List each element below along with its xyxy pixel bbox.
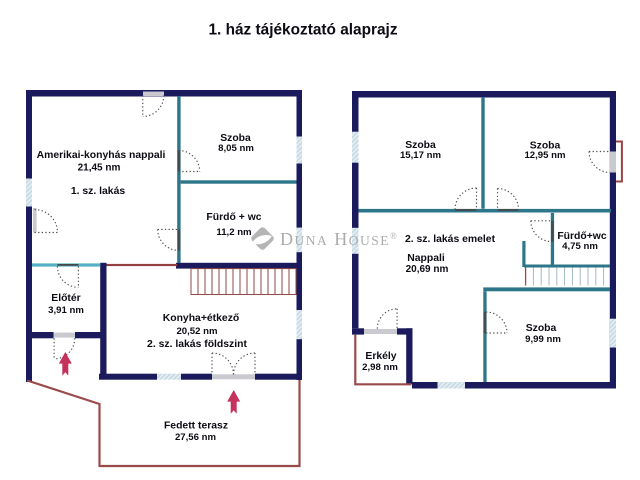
svg-text:8,05 nm: 8,05 nm — [218, 143, 254, 154]
svg-text:Erkély: Erkély — [365, 351, 396, 362]
svg-text:Fedett terasz: Fedett terasz — [164, 421, 228, 432]
svg-text:Szoba: Szoba — [220, 133, 251, 144]
svg-text:9,99 nm: 9,99 nm — [525, 334, 561, 345]
svg-text:Fürdő+wc: Fürdő+wc — [557, 231, 607, 242]
svg-text:20,69 nm: 20,69 nm — [406, 264, 449, 275]
svg-text:2,98 nm: 2,98 nm — [362, 362, 398, 373]
svg-text:Előtér: Előtér — [51, 293, 80, 304]
svg-text:20,52 nm: 20,52 nm — [176, 326, 217, 337]
svg-text:15,17 nm: 15,17 nm — [400, 150, 441, 161]
svg-text:Szoba: Szoba — [405, 140, 436, 151]
svg-text:3,91 nm: 3,91 nm — [48, 305, 84, 316]
svg-text:Szoba: Szoba — [526, 323, 557, 334]
svg-text:1. ház tájékoztató alaprajz: 1. ház tájékoztató alaprajz — [208, 22, 397, 39]
svg-text:21,45 nm: 21,45 nm — [78, 163, 121, 174]
svg-text:4,75 nm: 4,75 nm — [562, 241, 598, 252]
svg-text:27,56 nm: 27,56 nm — [175, 432, 216, 443]
svg-text:11,2 nm: 11,2 nm — [216, 227, 251, 238]
svg-text:2. sz. lakás emelet: 2. sz. lakás emelet — [405, 234, 496, 245]
svg-text:DUNA HOUSE®: DUNA HOUSE® — [280, 229, 398, 249]
svg-text:2. sz. lakás földszint: 2. sz. lakás földszint — [147, 339, 247, 350]
svg-text:Amerikai-konyhás nappali: Amerikai-konyhás nappali — [37, 150, 166, 161]
svg-text:12,95 nm: 12,95 nm — [524, 150, 565, 161]
svg-text:Szoba: Szoba — [530, 140, 561, 151]
svg-text:Fürdő + wc: Fürdő + wc — [206, 212, 261, 223]
svg-text:Konyha+étkező: Konyha+étkező — [163, 313, 240, 324]
svg-text:Nappali: Nappali — [407, 253, 445, 264]
svg-text:1. sz. lakás: 1. sz. lakás — [71, 186, 126, 197]
